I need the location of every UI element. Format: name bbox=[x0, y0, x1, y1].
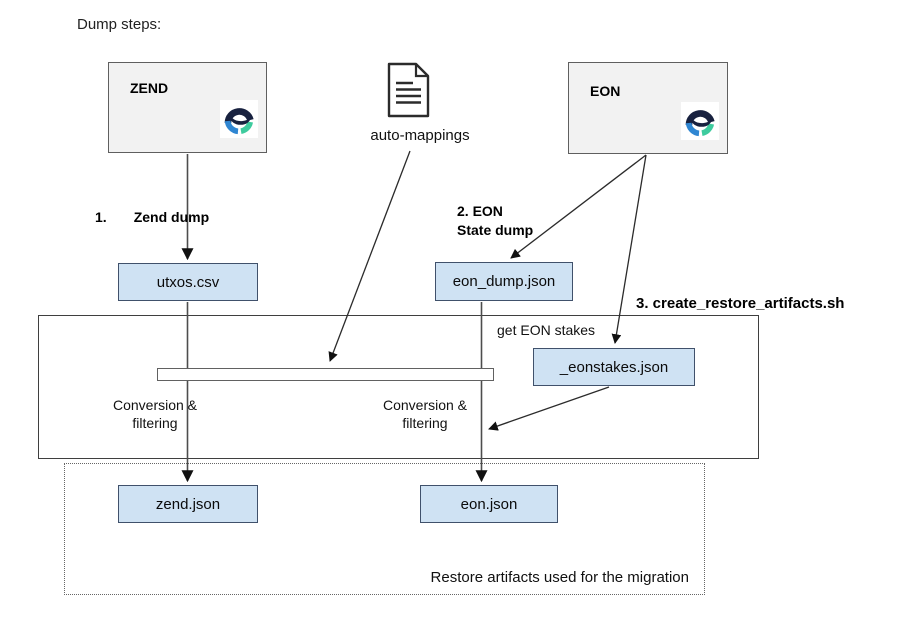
conversion-line1: Conversion & bbox=[382, 397, 468, 413]
horizen-logo-icon bbox=[220, 100, 258, 138]
zend-node-label: ZEND bbox=[130, 80, 169, 96]
auto-mappings-label: auto-mappings bbox=[370, 127, 470, 144]
page-title: Dump steps: bbox=[77, 16, 162, 33]
step3-label: 3. create_restore_artifacts.sh bbox=[636, 295, 845, 312]
eonstakes-json-label: _eonstakes.json bbox=[559, 358, 669, 376]
eon-json-label: eon.json bbox=[460, 495, 518, 513]
step1-number: 1. bbox=[95, 209, 107, 225]
utxos-csv-node: utxos.csv bbox=[118, 263, 258, 301]
step2-line1: 2. EON bbox=[457, 203, 503, 219]
document-icon bbox=[386, 62, 431, 118]
conversion-line2: filtering bbox=[132, 415, 178, 431]
eon-dump-json-label: eon_dump.json bbox=[452, 273, 556, 290]
create-restore-artifacts-container bbox=[38, 315, 759, 459]
conversion-filtering-right-label: Conversion & filtering bbox=[368, 396, 482, 432]
step1-text: Zend dump bbox=[133, 209, 210, 225]
eon-node-label: EON bbox=[590, 83, 621, 99]
eonstakes-json-node: _eonstakes.json bbox=[533, 348, 695, 386]
step2-label: 2. EON State dump bbox=[457, 202, 533, 240]
zend-node: ZEND bbox=[108, 62, 267, 153]
eon-dump-json-node: eon_dump.json bbox=[435, 262, 573, 301]
eon-json-node: eon.json bbox=[420, 485, 558, 523]
horizen-logo-icon bbox=[681, 102, 719, 140]
conversion-line1: Conversion & bbox=[112, 397, 198, 413]
step1-gap bbox=[107, 209, 134, 225]
step1-label: 1. Zend dump bbox=[95, 209, 209, 225]
zend-json-label: zend.json bbox=[155, 495, 221, 513]
conversion-line2: filtering bbox=[402, 415, 448, 431]
merge-bar bbox=[157, 368, 494, 381]
utxos-csv-label: utxos.csv bbox=[156, 273, 220, 291]
conversion-filtering-left-label: Conversion & filtering bbox=[98, 396, 212, 432]
eon-node: EON bbox=[568, 62, 728, 154]
zend-json-node: zend.json bbox=[118, 485, 258, 523]
step2-line2: State dump bbox=[457, 222, 534, 238]
restore-artifacts-note: Restore artifacts used for the migration bbox=[430, 569, 689, 586]
get-eon-stakes-label: get EON stakes bbox=[497, 322, 596, 338]
